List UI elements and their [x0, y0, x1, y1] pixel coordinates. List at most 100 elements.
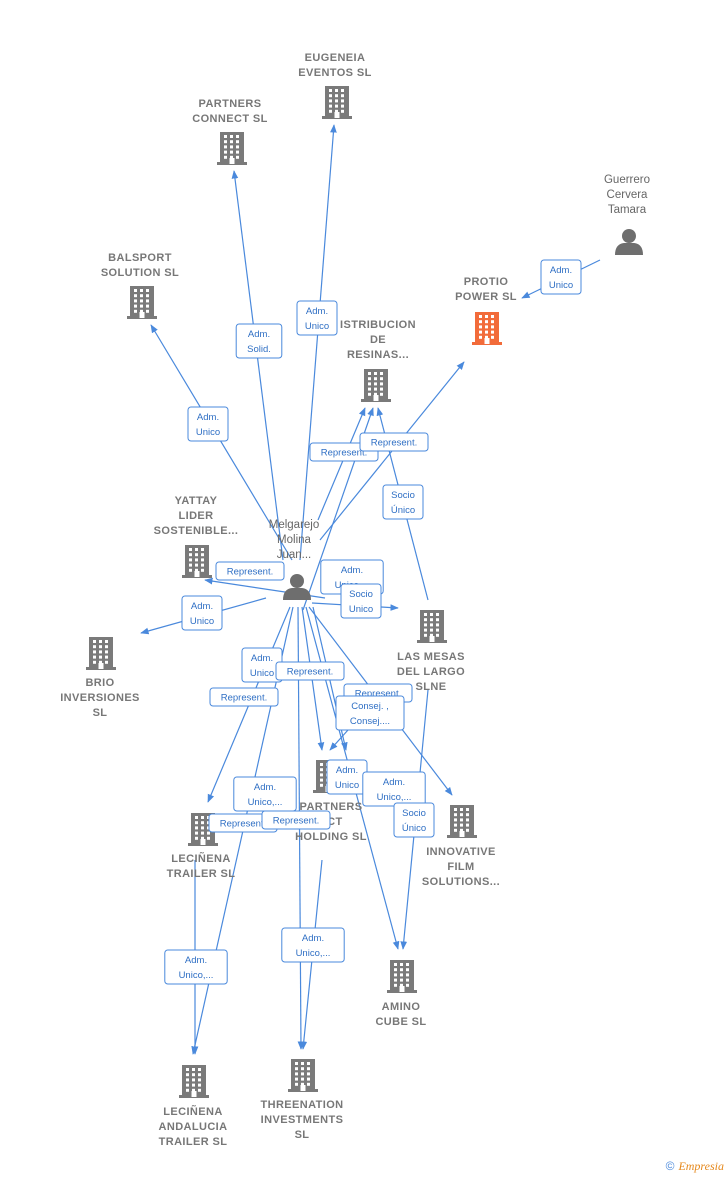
edge-label-text: Unico,...: [179, 970, 214, 981]
edge-label-text: Adm.: [254, 782, 276, 793]
node-label-line: LIDER: [179, 510, 214, 522]
node-melgarejo[interactable]: MelgarejoMolinaJuan...: [269, 519, 320, 600]
node-label-line: BALSPORT: [108, 252, 172, 264]
node-label-line: TRAILER SL: [167, 868, 236, 880]
edge-label-text: Adm.: [185, 955, 207, 966]
building-icon: [361, 369, 391, 402]
edge-label-box: [540, 259, 582, 295]
edge-label-text: Unico,...: [296, 948, 331, 959]
building-icon: [127, 286, 157, 319]
node-label-line: AMINO: [382, 1001, 421, 1013]
node-label-line: ISTRIBUCION: [340, 319, 416, 331]
edge-label-18[interactable]: Adm.Unico,...: [233, 776, 297, 812]
node-label-line: CONNECT SL: [192, 113, 268, 125]
edge-label-text: Represent.: [321, 448, 367, 459]
node-label-line: PARTNERS: [199, 98, 262, 110]
node-yattay[interactable]: YATTAYLIDERSOSTENIBLE...: [154, 495, 239, 578]
edge-label-6[interactable]: Represent.: [359, 432, 429, 452]
edge-label-box: [382, 484, 424, 520]
edge-label-box: [235, 323, 283, 359]
edge-label-box: [164, 949, 228, 985]
edge-label-box: [393, 802, 435, 838]
node-label-line: SL: [295, 1129, 310, 1141]
relationship-edge-2: [231, 170, 284, 561]
node-label-line: SOLUTION SL: [101, 267, 179, 279]
building-icon: [447, 805, 477, 838]
node-label-line: LECIÑENA: [163, 1105, 222, 1118]
node-distribucion[interactable]: ISTRIBUCIONDERESINAS...: [340, 319, 416, 402]
node-threenation[interactable]: THREENATION INVESTMENTS SL: [260, 1059, 343, 1141]
relationship-edge-5: [317, 407, 366, 521]
building-icon: [179, 1065, 209, 1098]
edge-label-16[interactable]: Consej. ,Consej....: [335, 695, 405, 731]
edge-label-4[interactable]: Adm.Unico: [540, 259, 582, 295]
node-balsport[interactable]: BALSPORT SOLUTION SL: [101, 252, 179, 319]
edge-label-text: Adm.: [336, 765, 358, 776]
edge-label-box: [275, 661, 345, 681]
edge-label-text: Represent.: [355, 689, 401, 700]
edge-label-9[interactable]: Adm.Unico: [181, 595, 223, 631]
edge-label-text: Unico: [349, 604, 373, 615]
building-icon: [182, 545, 212, 578]
edge-label-text: Adm.: [197, 412, 219, 423]
edge-label-text: Solid.: [247, 344, 271, 355]
edge-label-3[interactable]: Adm.Unico: [296, 300, 338, 336]
edge-label-12[interactable]: Adm.Unico: [241, 647, 283, 683]
building-icon: [417, 610, 447, 643]
node-label-line: PROTIO: [464, 276, 509, 288]
building-icon: [472, 312, 502, 345]
node-label-line: TRAILER SL: [159, 1136, 228, 1148]
edge-label-box: [215, 561, 285, 581]
edge-label-14[interactable]: Represent.: [209, 687, 279, 707]
node-label-line: EUGENEIA: [305, 52, 366, 64]
edge-label-box: [296, 300, 338, 336]
edge-label-1[interactable]: Adm.Unico: [187, 406, 229, 442]
node-label-line: LECIÑENA: [171, 852, 230, 865]
node-partners-connect[interactable]: PARTNERS CONNECT SL: [192, 98, 268, 165]
footer-brand[interactable]: ©Empresia: [666, 1159, 724, 1174]
edge-label-box: [181, 595, 223, 631]
node-innovative[interactable]: INNOVATIVEFILMSOLUTIONS...: [422, 805, 500, 888]
node-label-line: Tamara: [608, 204, 647, 216]
node-amino[interactable]: AMINO CUBE SL: [375, 960, 426, 1028]
edge-label-text: Represent.: [221, 693, 267, 704]
node-label-line: HOLDING SL: [295, 831, 367, 843]
edge-label-box: [340, 583, 382, 619]
edge-label-text: Socio: [349, 589, 373, 600]
edge-label-24[interactable]: Adm. Unico,...: [164, 949, 228, 985]
node-label-line: INVESTMENTS: [261, 1114, 344, 1126]
node-label-line: THREENATION: [260, 1099, 343, 1111]
node-label-line: YATTAY: [175, 495, 218, 507]
node-label-line: DEL LARGO: [397, 666, 465, 678]
building-icon: [217, 132, 247, 165]
edge-label-text: Represent.: [227, 567, 273, 578]
edge-label-13[interactable]: Represent.: [275, 661, 345, 681]
edge-label-text: Adm.: [251, 653, 273, 664]
edge-label-text: Socio: [391, 490, 415, 501]
edge-label-17[interactable]: Adm.Unico: [326, 759, 368, 795]
node-label-line: Cervera: [607, 189, 649, 201]
edge-label-text: Represent.: [220, 819, 266, 830]
edge-label-box: [335, 695, 405, 731]
edge-label-2[interactable]: Adm.Solid.: [235, 323, 283, 359]
node-label-line: CUBE SL: [375, 1016, 426, 1028]
node-label-line: INNOVATIVE: [426, 846, 496, 858]
edge-label-21[interactable]: Represent.: [261, 810, 331, 830]
edge-label-19[interactable]: Adm.Unico,...: [362, 771, 426, 807]
edge-label-8[interactable]: Represent.: [215, 561, 285, 581]
building-icon: [288, 1059, 318, 1092]
edge-label-text: Adm.: [302, 933, 324, 944]
edge-label-23[interactable]: Adm. Unico,...: [281, 927, 345, 963]
node-label-line: PARTNERS: [300, 801, 363, 813]
edge-label-text: Unico: [549, 280, 573, 291]
